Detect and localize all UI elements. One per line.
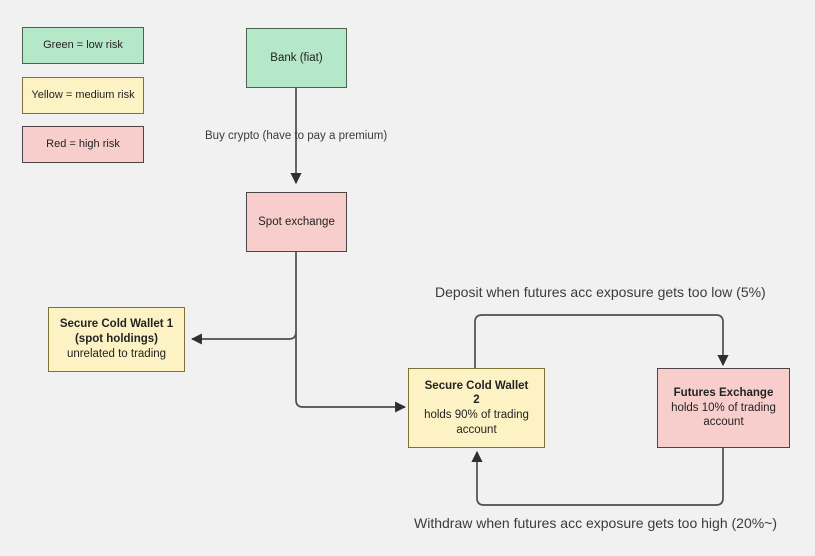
node-cold-wallet-2-title: Secure Cold Wallet 2 [424,379,529,407]
node-cold-wallet-1[interactable]: Secure Cold Wallet 1 (spot holdings) unr… [48,307,185,372]
edge-label-withdraw: Withdraw when futures acc exposure gets … [414,515,778,531]
node-futures-exchange-subtitle: holds 10% of trading account [671,401,776,429]
edge-deposit-loop [474,314,729,368]
node-spot-exchange[interactable]: Spot exchange [246,192,347,252]
edge-label-buy-crypto: Buy crypto (have to pay a premium) [205,130,388,142]
node-spot-exchange-label: Spot exchange [258,215,335,228]
edge-withdraw-loop [471,448,724,506]
legend-item-medium-risk: Yellow = medium risk [22,77,144,114]
node-futures-exchange[interactable]: Futures Exchange holds 10% of trading ac… [657,368,790,448]
edge-spot-to-wallet2 [295,399,407,413]
node-cold-wallet-2[interactable]: Secure Cold Wallet 2 holds 90% of tradin… [408,368,545,448]
node-bank[interactable]: Bank (fiat) [246,28,347,88]
edge-label-deposit: Deposit when futures acc exposure gets t… [435,284,766,300]
node-futures-exchange-title: Futures Exchange [673,386,774,399]
legend-item-low-risk: Green = low risk [22,27,144,64]
node-cold-wallet-1-subtitle: unrelated to trading [66,347,167,360]
legend-item-high-risk: Red = high risk [22,126,144,163]
legend-label-low-risk: Green = low risk [43,39,123,52]
legend-label-high-risk: Red = high risk [46,138,120,151]
node-bank-label: Bank (fiat) [270,51,323,64]
edge-spot-to-wallet1 [190,331,297,345]
legend-label-medium-risk: Yellow = medium risk [31,89,135,102]
node-cold-wallet-2-subtitle: holds 90% of trading account [424,409,529,436]
node-cold-wallet-1-title-line1: Secure Cold Wallet 1 [59,318,174,331]
node-cold-wallet-1-title-line2: (spot holdings) [74,333,159,346]
